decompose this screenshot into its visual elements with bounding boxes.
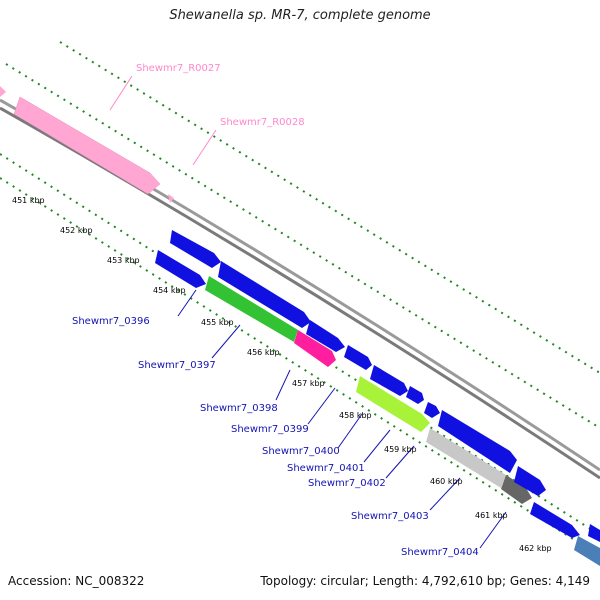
kbp-tick-label: 459 kbp — [384, 445, 417, 454]
genome-summary-text: Topology: circular; Length: 4,792,610 bp… — [260, 574, 590, 588]
ruler-tracks — [0, 41, 600, 557]
kbp-tick-label: 454 kbp — [153, 286, 186, 295]
gene-feature-0398 — [294, 330, 336, 367]
gene-label-0401: Shewmr7_0401 — [287, 463, 365, 474]
gene-labels: Shewmr7_0396 Shewmr7_0397 Shewmr7_0398 S… — [72, 316, 479, 558]
kbp-tick-label: 457 kbp — [292, 379, 325, 388]
leader-0402 — [385, 445, 415, 479]
rna-label-R0028: Shewmr7_R0028 — [220, 117, 305, 128]
kbp-tick-label: 452 kbp — [60, 226, 93, 235]
gene-label-0397: Shewmr7_0397 — [138, 360, 216, 371]
rna-features — [0, 86, 174, 203]
gene-features — [155, 230, 600, 566]
gene-feature — [424, 402, 440, 418]
leader-R0027 — [109, 75, 133, 111]
gene-feature-0397 — [205, 276, 298, 342]
gene-feature — [438, 410, 517, 473]
backbone-line-bottom — [0, 106, 600, 480]
kbp-tick-label: 456 kbp — [247, 348, 280, 357]
gene-feature-0403 — [501, 475, 532, 504]
gene-feature — [514, 466, 546, 496]
rna-feature-edge — [0, 86, 6, 97]
gene-feature — [588, 524, 600, 542]
gene-feature — [218, 261, 311, 328]
kbp-tick-label: 455 kbp — [201, 318, 234, 327]
kbp-tick-label: 453 kbp — [107, 256, 140, 265]
gene-feature — [170, 230, 221, 268]
kbp-tick-label: 461 kbp — [475, 511, 508, 520]
leader-0397 — [211, 324, 241, 359]
gene-label-0402: Shewmr7_0402 — [308, 478, 386, 489]
ruler-track-outer-2 — [59, 41, 600, 374]
gene-label-0404: Shewmr7_0404 — [401, 547, 479, 558]
rna-label-R0027: Shewmr7_R0027 — [136, 63, 221, 74]
kbp-tick-label: 458 kbp — [339, 411, 372, 420]
kbp-tick-label: 451 kbp — [12, 196, 45, 205]
rna-feature-R0028 — [168, 194, 174, 203]
gene-feature-0402 — [426, 428, 506, 488]
gene-feature — [530, 502, 580, 538]
gene-label-0399: Shewmr7_0399 — [231, 424, 309, 435]
gene-feature — [370, 365, 408, 396]
map-title: Shewanella sp. MR-7, complete genome — [169, 8, 431, 23]
kbp-tick-label: 460 kbp — [430, 477, 463, 486]
leader-0396 — [177, 289, 197, 317]
leader-0399 — [307, 387, 336, 425]
gene-label-0400: Shewmr7_0400 — [262, 446, 340, 457]
kbp-tick-label: 462 kbp — [519, 544, 552, 553]
gene-label-0398: Shewmr7_0398 — [200, 403, 278, 414]
leader-0401 — [363, 429, 391, 463]
leader-R0028 — [192, 129, 217, 166]
accession-text: Accession: NC_008322 — [8, 574, 145, 588]
kbp-ticks: 451 kbp 452 kbp 453 kbp 454 kbp 455 kbp … — [12, 196, 552, 553]
gene-feature-0401 — [356, 376, 430, 432]
gene-label-0396: Shewmr7_0396 — [72, 316, 150, 327]
gene-feature — [155, 250, 206, 288]
leader-0404 — [479, 511, 507, 549]
rna-labels: Shewmr7_R0027 Shewmr7_R0028 — [136, 63, 305, 128]
gene-feature — [406, 386, 424, 404]
label-leaders — [109, 75, 507, 549]
gene-label-0403: Shewmr7_0403 — [351, 511, 429, 522]
leader-0398 — [275, 369, 291, 401]
leader-0400 — [337, 413, 363, 449]
gene-feature — [306, 320, 345, 352]
leader-0403 — [429, 477, 461, 511]
gene-feature — [344, 345, 372, 370]
rna-feature-R0027 — [13, 96, 161, 195]
gene-feature-steel — [574, 536, 600, 566]
